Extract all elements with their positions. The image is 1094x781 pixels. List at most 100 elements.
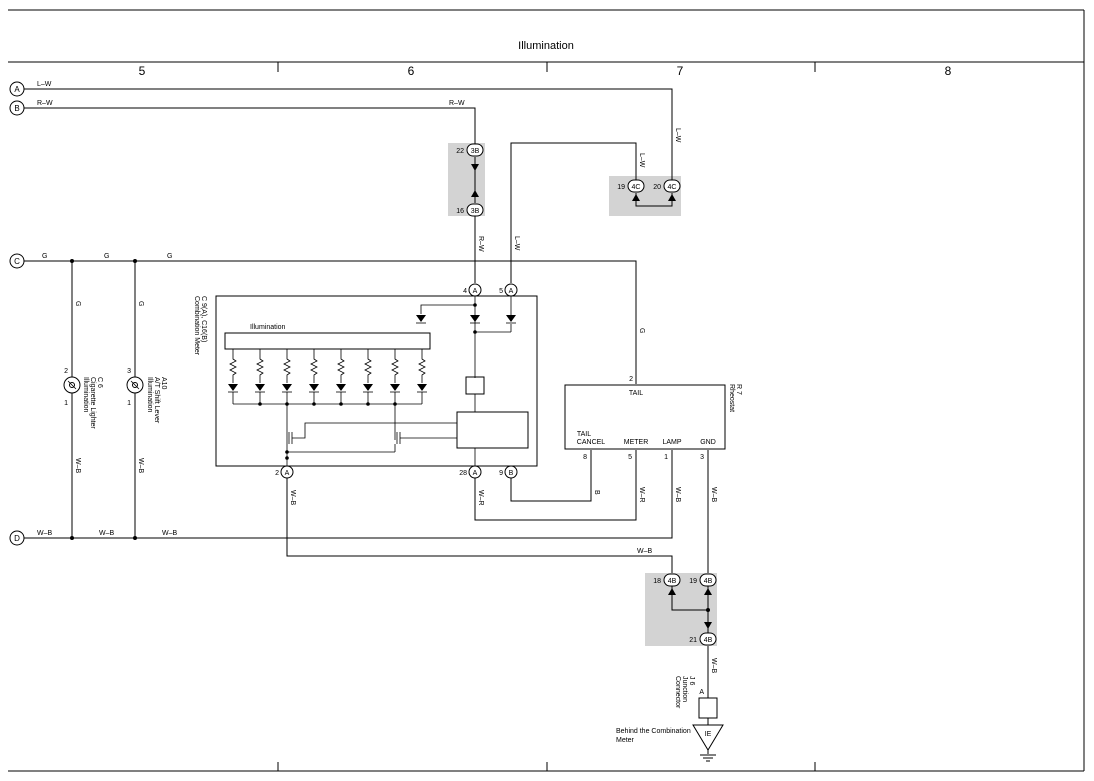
svg-text:W–B: W–B [637,548,653,555]
svg-text:1: 1 [664,454,668,461]
wire-labels: L–W R–W R–W G G G W–B W–B W–B W–B L–W L–… [37,81,717,674]
svg-text:G: G [137,301,144,306]
svg-text:C: C [14,257,20,266]
svg-text:4B: 4B [704,578,713,585]
svg-text:21: 21 [689,637,697,644]
svg-text:A: A [699,689,704,696]
svg-text:W–B: W–B [289,490,296,506]
svg-text:5: 5 [499,288,503,295]
ground-point-ie: IE Behind the Combination Meter [616,724,724,762]
svg-text:A: A [14,85,20,94]
svg-text:19: 19 [689,578,697,585]
svg-text:GND: GND [700,439,716,446]
svg-text:4C: 4C [632,184,641,191]
svg-text:B: B [593,490,600,495]
svg-text:R–W: R–W [449,100,465,107]
combination-meter-id: C 9(A), C16(B) [200,296,207,342]
svg-text:W–B: W–B [37,530,53,537]
diagram-frame [8,9,1085,772]
svg-text:2: 2 [275,470,279,477]
shift-lever-id: A10 [160,377,167,390]
svg-text:5: 5 [628,454,632,461]
svg-text:G: G [74,301,81,306]
svg-text:1: 1 [127,400,131,407]
svg-text:G: G [104,253,109,260]
column-number: 7 [677,64,684,78]
terminal-a: A [9,81,25,97]
column-number: 6 [408,64,415,78]
page-title: Illumination [518,40,574,52]
svg-text:W–B: W–B [162,530,178,537]
svg-text:W–R: W–R [638,487,645,503]
svg-text:3: 3 [127,368,131,375]
junction-connector-j6: A J 6 Junction Connector [674,676,718,719]
svg-text:28: 28 [459,470,467,477]
svg-text:W–B: W–B [674,487,681,503]
rheostat: 2 TAIL TAIL CANCEL METER LAMP GND 8 5 1 … [564,376,742,461]
terminal-c: C [9,253,25,269]
ground-location-line1: Behind the Combination [616,728,691,735]
junction-connector-id: J 6 [688,676,695,685]
svg-text:A: A [509,288,514,295]
cigarette-lighter-id: C 6 [96,377,103,388]
svg-text:16: 16 [456,208,464,215]
svg-text:20: 20 [653,184,661,191]
svg-text:3B: 3B [471,148,480,155]
svg-text:B: B [14,104,19,113]
svg-text:W–B: W–B [137,458,144,474]
svg-text:TAIL: TAIL [629,390,643,397]
svg-text:3B: 3B [471,208,480,215]
svg-text:4B: 4B [704,637,713,644]
cigarette-lighter-name: Cigarette Lighter [89,377,96,429]
svg-text:L–W: L–W [638,153,645,168]
svg-text:G: G [167,253,172,260]
svg-text:2: 2 [629,376,633,383]
shift-lever-name2: Illumination [146,377,153,413]
svg-text:9: 9 [499,470,503,477]
junction-connector-4b: 4B 18 4B 19 4B 21 [653,573,717,646]
svg-text:METER: METER [624,439,649,446]
svg-text:W–B: W–B [710,487,717,503]
svg-text:D: D [14,534,20,543]
ground-location-line2: Meter [616,737,635,744]
wires [24,88,709,754]
svg-text:R–W: R–W [37,100,53,107]
illumination-leds [228,349,427,406]
svg-text:G: G [638,328,645,333]
svg-text:W–R: W–R [477,490,484,506]
svg-text:A: A [473,288,478,295]
svg-text:22: 22 [456,148,464,155]
junction-connector-name2: Connector [674,676,681,709]
svg-text:1: 1 [64,400,68,407]
svg-text:4: 4 [463,288,467,295]
wire-junction-dots [70,259,710,612]
svg-text:8: 8 [583,454,587,461]
rheostat-id: R 7 [735,384,742,395]
svg-text:TAIL: TAIL [577,431,591,438]
rheostat-name: Rheostat [728,384,735,412]
svg-text:18: 18 [653,578,661,585]
cigarette-lighter-name2: Illumination [82,377,89,413]
column-number: 5 [139,64,146,78]
shift-lever-name: A/T Shift Lever [153,377,160,424]
svg-text:W–B: W–B [710,658,717,674]
junction-connector-name: Junction [681,676,688,702]
svg-text:4C: 4C [668,184,677,191]
junction-connector-4c: 4C 19 4C 20 [617,179,681,201]
svg-text:W–B: W–B [99,530,115,537]
svg-text:A: A [285,470,290,477]
svg-text:G: G [42,253,47,260]
svg-text:4B: 4B [668,578,677,585]
meter-illumination-label: Illumination [250,324,286,331]
svg-text:2: 2 [64,368,68,375]
svg-text:A: A [473,470,478,477]
svg-text:CANCEL: CANCEL [577,439,606,446]
svg-text:LAMP: LAMP [662,439,681,446]
junction-connector-3b: 3B 22 3B 16 [456,143,484,217]
svg-text:L–W: L–W [674,128,681,143]
combination-meter-name: Combination Meter [193,296,200,356]
shift-lever-illumination: 3 1 A10 A/T Shift Lever Illumination [126,368,167,424]
svg-text:R–W: R–W [477,236,484,252]
svg-text:19: 19 [617,184,625,191]
